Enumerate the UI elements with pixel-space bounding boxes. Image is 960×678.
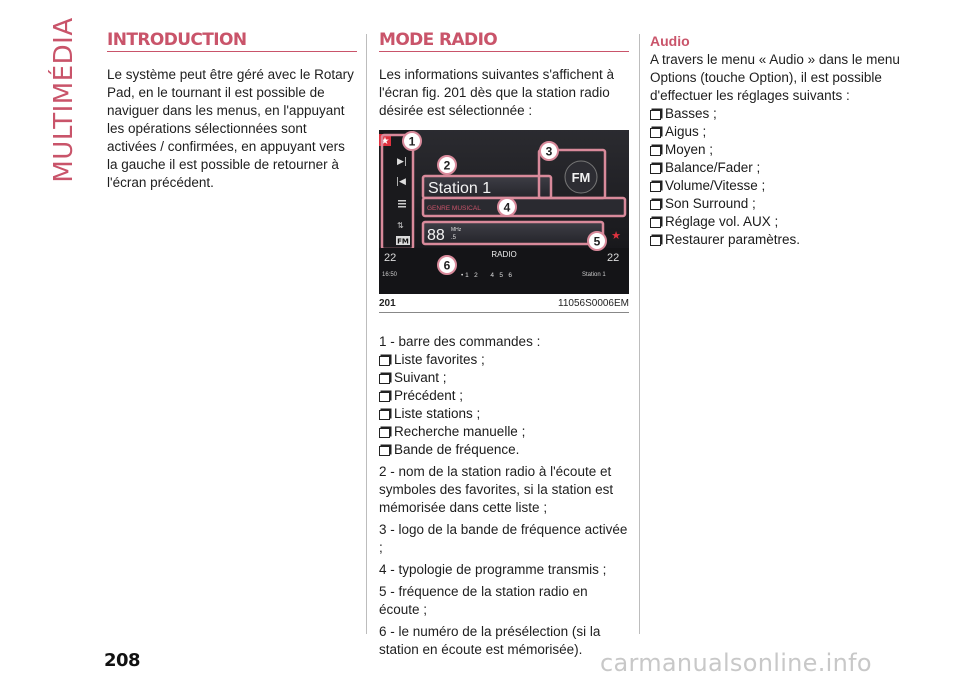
- svg-text:22: 22: [384, 252, 396, 264]
- svg-text:Station 1: Station 1: [428, 180, 491, 197]
- introduction-text: Le système peut être géré avec le Rotary…: [107, 67, 354, 190]
- checkbox-bullet-icon: [650, 181, 661, 192]
- svg-text:2: 2: [444, 159, 451, 173]
- list-item: Bande de fréquence.: [379, 441, 629, 459]
- list-item: Recherche manuelle ;: [379, 423, 629, 441]
- list-item: Liste stations ;: [379, 405, 629, 423]
- section-tab: MULTIMÉDIA: [44, 17, 84, 182]
- checkbox-bullet-icon: [379, 445, 390, 456]
- list-item: Son Surround ;: [650, 195, 900, 213]
- item-2-text: 2 - nom de la station radio à l'écoute e…: [379, 464, 614, 515]
- svg-text:5: 5: [594, 235, 601, 249]
- figure-number: 201: [379, 298, 396, 309]
- checkbox-bullet-icon: [650, 127, 661, 138]
- svg-text:88: 88: [427, 227, 445, 244]
- svg-text:GENRE MUSICAL: GENRE MUSICAL: [427, 205, 481, 212]
- item-3-text: 3 - logo de la bande de fréquence activé…: [379, 522, 628, 555]
- checkbox-bullet-icon: [650, 217, 661, 228]
- checkbox-bullet-icon: [379, 355, 390, 366]
- svg-text:.5: .5: [451, 235, 457, 241]
- audio-settings-list: Basses ; Aigus ; Moyen ; Balance/Fader ;…: [650, 105, 900, 249]
- svg-text:6: 6: [444, 259, 451, 273]
- svg-text:3: 3: [546, 145, 553, 159]
- previous-icon: |◀: [396, 177, 406, 187]
- radio-mode-column: MODE RADIO Les informations suivantes s'…: [379, 32, 629, 663]
- item-4-text: 4 - typologie de programme transmis ;: [379, 562, 607, 577]
- svg-text:FM: FM: [397, 238, 409, 246]
- figure-201: ★ ▶| |◀ ⇅ FM Station 1 GENRE MUSICAL: [379, 130, 629, 313]
- checkbox-bullet-icon: [379, 409, 390, 420]
- column-divider: [366, 34, 367, 634]
- list-item: Basses ;: [650, 105, 900, 123]
- svg-text:MHz: MHz: [451, 227, 462, 233]
- figure-code: 11056S0006EM: [558, 298, 629, 309]
- checkbox-bullet-icon: [379, 373, 390, 384]
- section-tab-label: MULTIMÉDIA: [49, 17, 79, 183]
- list-item: Liste favorites ;: [379, 351, 629, 369]
- audio-text: A travers le menu « Audio » dans le menu…: [650, 52, 900, 103]
- svg-text:FM: FM: [572, 170, 591, 185]
- audio-column: Audio A travers le menu « Audio » dans l…: [650, 32, 900, 249]
- checkbox-bullet-icon: [650, 163, 661, 174]
- favorite-star-icon: ★: [611, 229, 621, 242]
- list-item: Aigus ;: [650, 123, 900, 141]
- svg-text:• 1 2 4 5 6: • 1 2 4 5 6: [461, 272, 512, 279]
- list-item: Volume/Vitesse ;: [650, 177, 900, 195]
- list-item: Suivant ;: [379, 369, 629, 387]
- checkbox-bullet-icon: [379, 391, 390, 402]
- checkbox-bullet-icon: [650, 235, 661, 246]
- next-icon: ▶|: [397, 157, 407, 167]
- radio-screen-photo: ★ ▶| |◀ ⇅ FM Station 1 GENRE MUSICAL: [379, 130, 629, 294]
- radio-screen-illustration: ★ ▶| |◀ ⇅ FM Station 1 GENRE MUSICAL: [379, 130, 629, 294]
- audio-heading: Audio: [650, 33, 690, 49]
- column-divider: [639, 34, 640, 634]
- svg-text:★: ★: [381, 136, 390, 147]
- radio-mode-intro: Les informations suivantes s'affichent à…: [379, 67, 614, 118]
- introduction-heading: INTRODUCTION: [107, 32, 357, 52]
- list-item: Balance/Fader ;: [650, 159, 900, 177]
- page-number: 208: [104, 650, 141, 671]
- svg-text:1: 1: [409, 135, 416, 149]
- list-item: Précédent ;: [379, 387, 629, 405]
- checkbox-bullet-icon: [650, 199, 661, 210]
- manual-search-icon: ⇅: [397, 221, 404, 230]
- command-bar-list: Liste favorites ; Suivant ; Précédent ; …: [379, 351, 629, 459]
- svg-text:Station 1: Station 1: [582, 272, 606, 278]
- svg-text:22: 22: [607, 252, 619, 264]
- item-1-text: 1 - barre des commandes :: [379, 334, 541, 349]
- introduction-column: INTRODUCTION Le système peut être géré a…: [107, 32, 357, 192]
- watermark: carmanualsonline.info: [600, 649, 872, 677]
- list-item: Réglage vol. AUX ;: [650, 213, 900, 231]
- svg-text:RADIO: RADIO: [491, 250, 516, 259]
- checkbox-bullet-icon: [379, 427, 390, 438]
- item-5-text: 5 - fréquence de la station radio en éco…: [379, 584, 588, 617]
- svg-text:4: 4: [504, 201, 511, 215]
- list-item: Moyen ;: [650, 141, 900, 159]
- checkbox-bullet-icon: [650, 109, 661, 120]
- item-6-text: 6 - le numéro de la présélection (si la …: [379, 624, 601, 657]
- svg-text:16:50: 16:50: [382, 272, 398, 278]
- list-item: Restaurer paramètres.: [650, 231, 900, 249]
- radio-mode-heading: MODE RADIO: [379, 32, 629, 52]
- checkbox-bullet-icon: [650, 145, 661, 156]
- figure-caption: 201 11056S0006EM: [379, 294, 629, 313]
